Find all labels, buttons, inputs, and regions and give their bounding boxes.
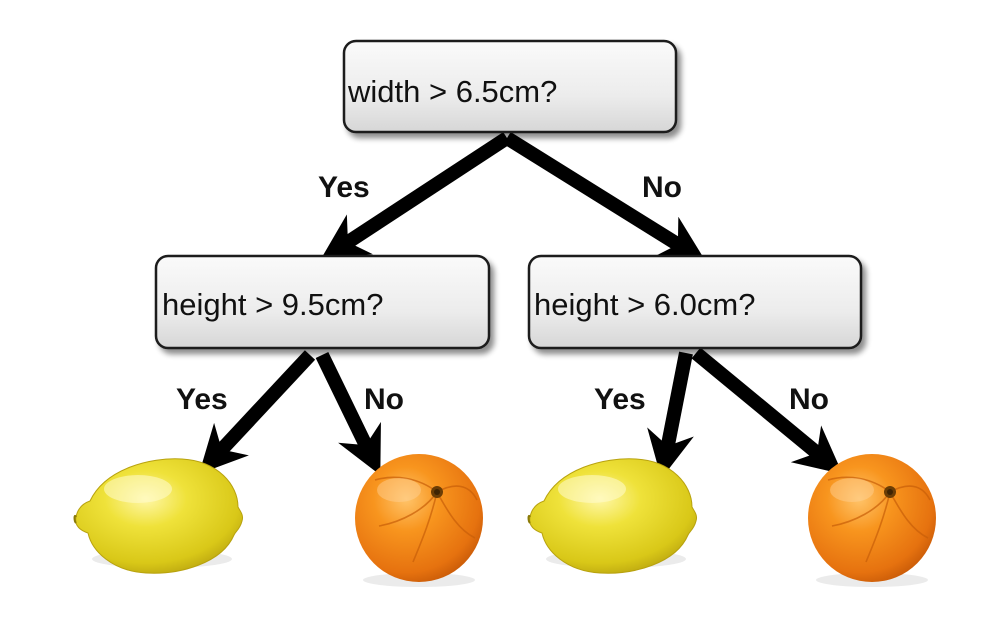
root-yes-label: Yes [318, 171, 370, 204]
root-no-label: No [642, 171, 682, 204]
orange-icon [808, 454, 936, 587]
root-question: width > 6.5cm? [347, 74, 557, 109]
right-question: height > 6.0cm? [534, 287, 755, 322]
left-no-label: No [364, 383, 404, 416]
edge-right-no [691, 347, 843, 475]
right-node [527, 254, 863, 350]
edge-labels: Yes No Yes No Yes No [176, 171, 829, 416]
edges [199, 132, 843, 479]
edge-root-no [503, 132, 707, 263]
left-yes-label: Yes [176, 383, 228, 416]
edge-left-no [315, 351, 381, 476]
right-yes-label: Yes [594, 383, 646, 416]
edge-left-yes [199, 350, 316, 474]
edge-root-yes [320, 132, 511, 261]
lemon-icon [527, 458, 697, 574]
left-node [154, 254, 491, 350]
edge-right-yes [647, 351, 694, 479]
right-no-label: No [789, 383, 829, 416]
lemon-icon [73, 458, 243, 574]
orange-icon [355, 454, 483, 587]
root-node [342, 39, 678, 134]
left-question: height > 9.5cm? [162, 287, 383, 322]
